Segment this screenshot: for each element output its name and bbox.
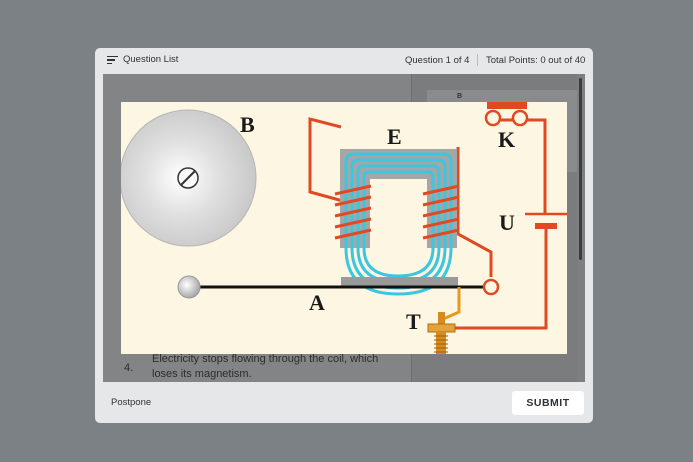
circuit-wires [308, 117, 548, 330]
electric-bell-diagram: B E K U A T [121, 102, 567, 354]
voltage-source [525, 212, 567, 229]
modal-header: Question List Question 1 of 4 Total Poin… [95, 48, 593, 74]
label-t: T [406, 309, 421, 334]
label-e: E [387, 124, 402, 149]
bell [121, 109, 257, 247]
electromagnet [334, 149, 460, 296]
question-list-button[interactable]: Question List [107, 54, 178, 65]
postpone-button[interactable]: Postpone [111, 397, 152, 408]
adjusting-screw [427, 312, 456, 354]
submit-button[interactable]: SUBMIT [512, 391, 584, 415]
armature [177, 275, 491, 299]
enlarged-figure[interactable]: B E K U A T [121, 102, 567, 354]
label-b: B [240, 112, 255, 137]
scrollbar[interactable] [579, 78, 582, 260]
switch-k [484, 102, 529, 127]
header-divider [477, 54, 478, 66]
option-text[interactable]: Electricity stops flowing through the co… [152, 353, 379, 380]
question-counter: Question 1 of 4 [405, 55, 470, 66]
label-k: K [498, 127, 515, 152]
list-icon [107, 55, 118, 65]
total-points: Total Points: 0 out of 40 [486, 55, 586, 66]
thumbnail-label: B [457, 93, 463, 100]
iron-plate [341, 277, 458, 286]
label-a: A [309, 290, 325, 315]
label-u: U [499, 210, 515, 235]
question-list-label: Question List [123, 54, 179, 65]
contact-point [482, 278, 500, 296]
option-number: 4. [124, 362, 134, 374]
